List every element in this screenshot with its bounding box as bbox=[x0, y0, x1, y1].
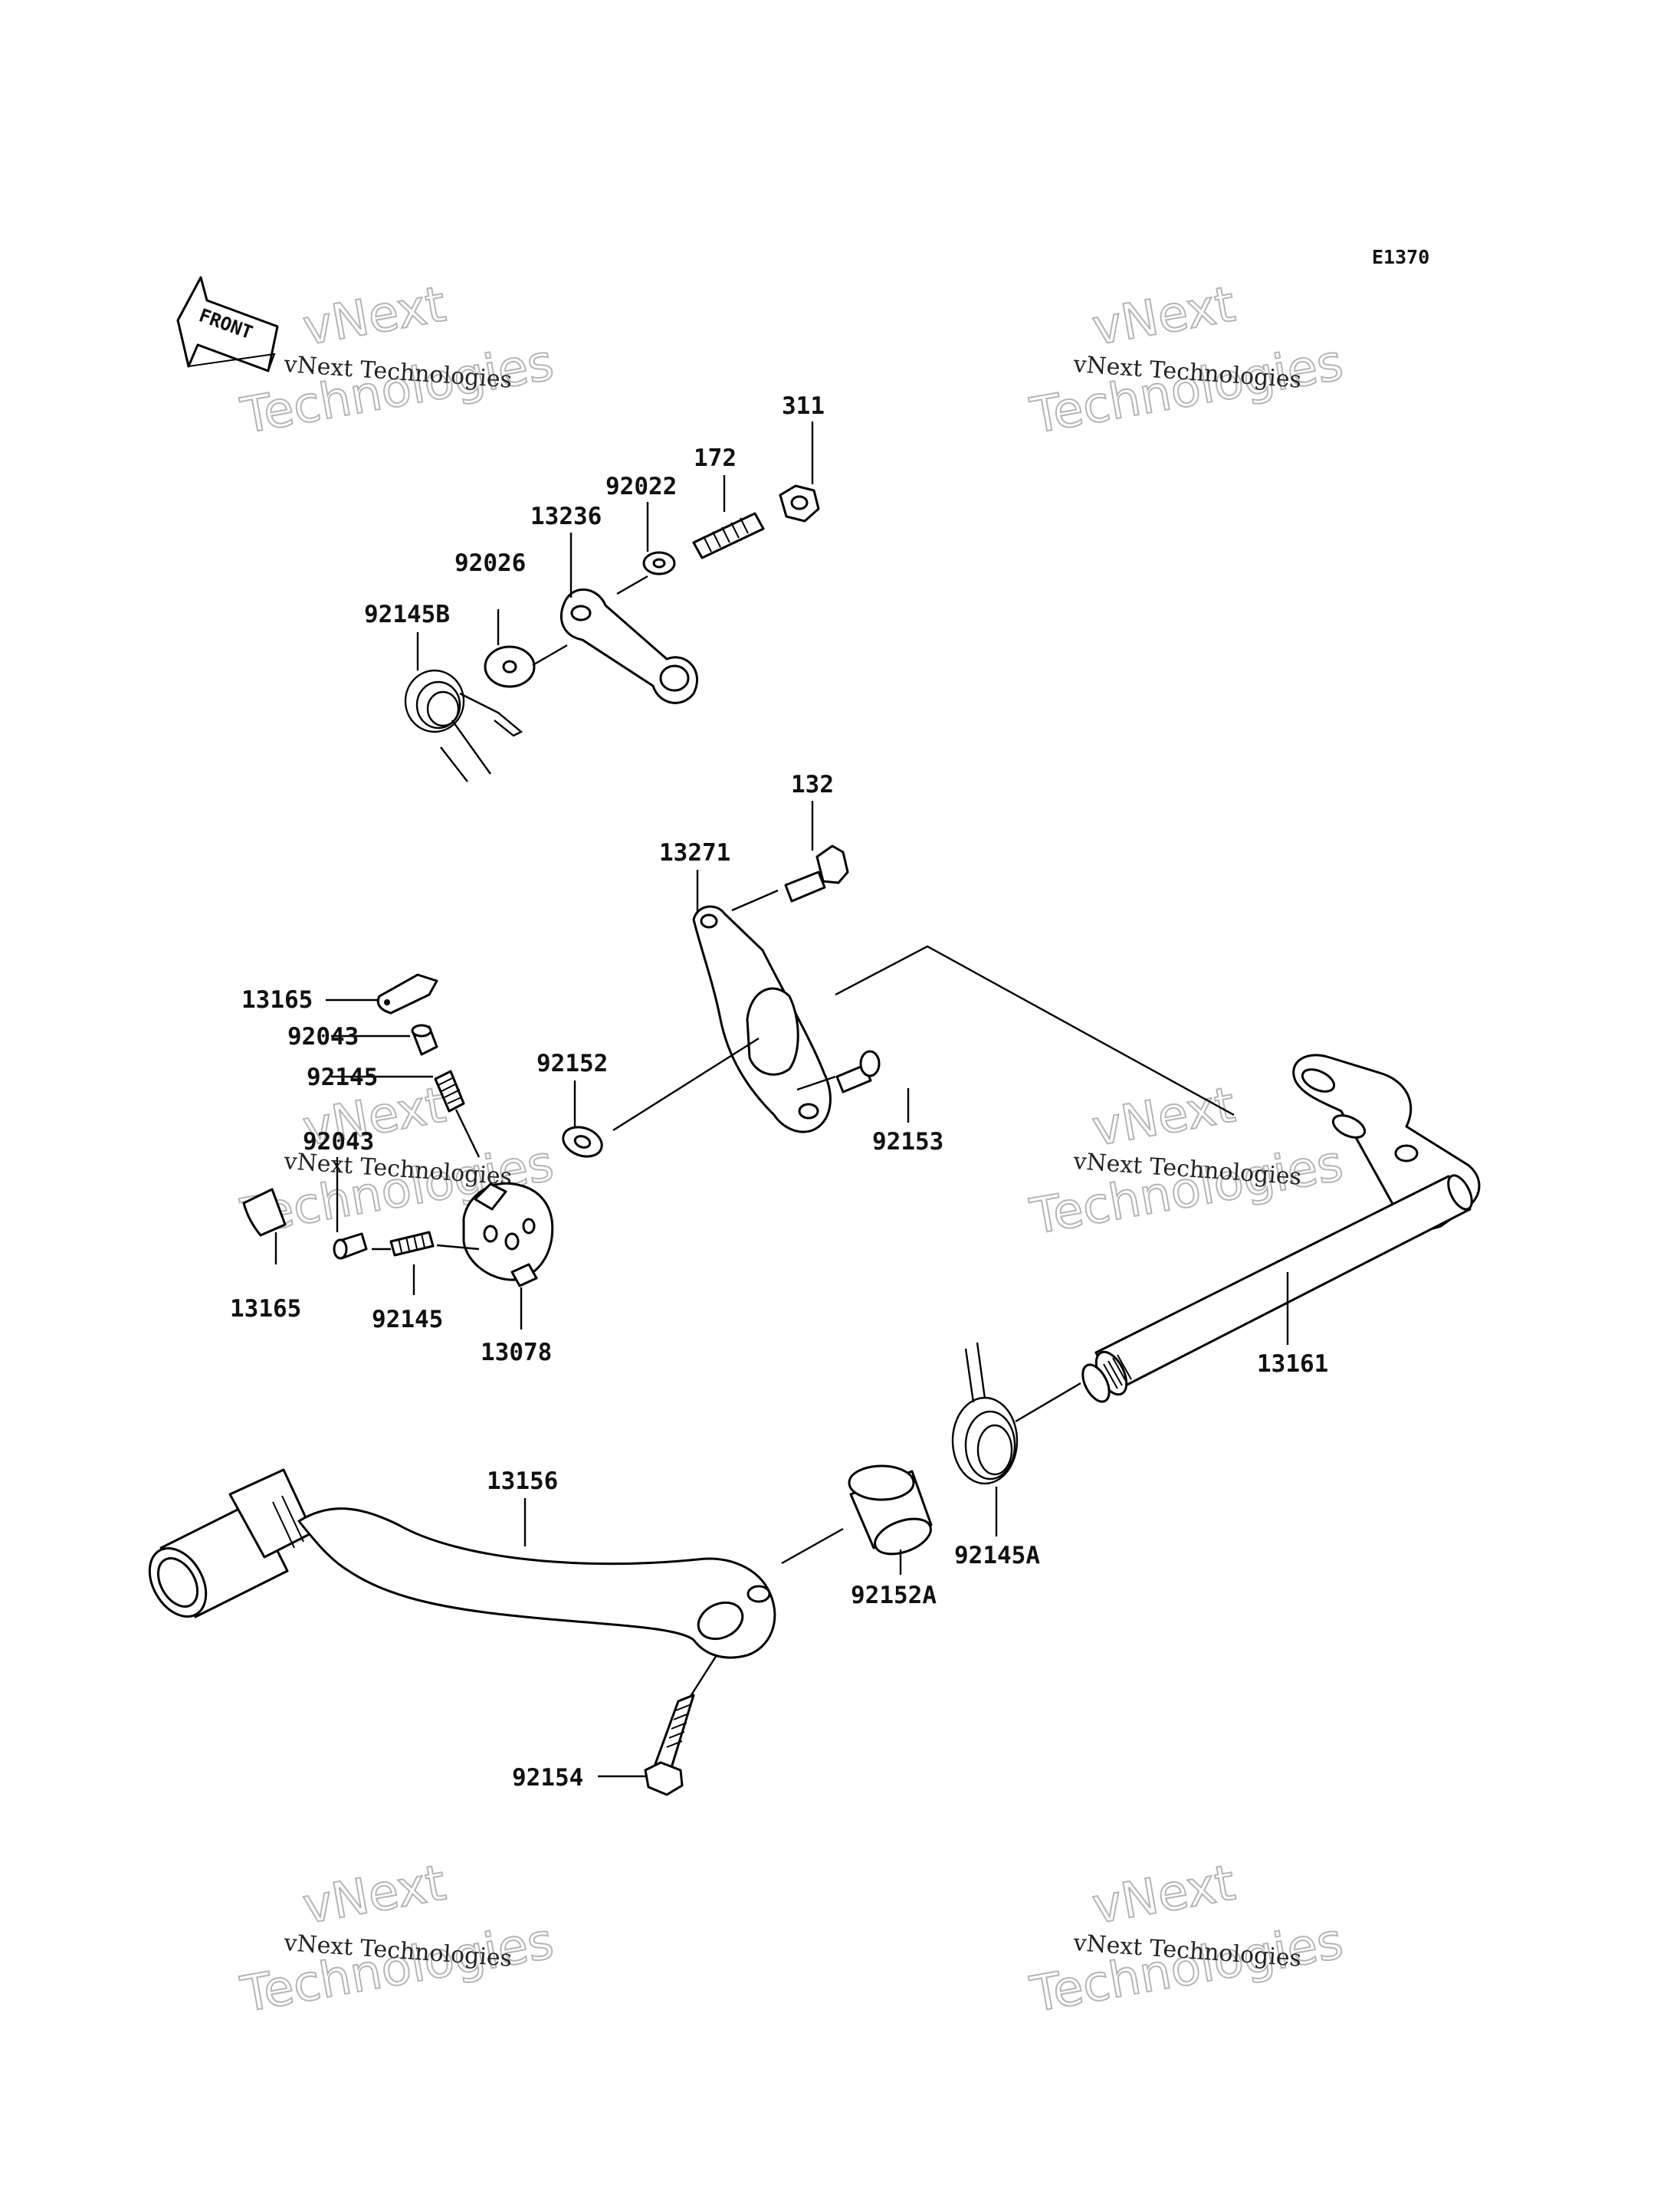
part-bolt-92154 bbox=[644, 1694, 695, 1796]
watermark-big-top: vNext bbox=[1088, 1854, 1239, 1935]
part-washer-92022 bbox=[642, 551, 676, 575]
part-washer-92026 bbox=[484, 645, 536, 688]
part-pin-13165-top bbox=[376, 973, 438, 1015]
label-92043-bottom: 92043 bbox=[303, 1128, 374, 1156]
part-spring-92145-bottom bbox=[389, 1231, 435, 1257]
part-stud-172 bbox=[692, 512, 765, 559]
label-132: 132 bbox=[791, 771, 834, 798]
label-172: 172 bbox=[694, 444, 737, 472]
label-92152A: 92152A bbox=[851, 1582, 937, 1609]
label-92145B: 92145B bbox=[364, 601, 450, 628]
label-13165-bottom: 13165 bbox=[230, 1295, 301, 1323]
part-spring-92145B bbox=[404, 669, 523, 782]
part-link-13236 bbox=[559, 588, 699, 704]
part-screw-92153 bbox=[835, 1050, 881, 1094]
label-92145-top: 92145 bbox=[307, 1064, 378, 1091]
part-cam-13078 bbox=[462, 1182, 554, 1287]
label-92154: 92154 bbox=[512, 1764, 583, 1792]
label-13236: 13236 bbox=[530, 503, 602, 530]
label-13078: 13078 bbox=[481, 1339, 552, 1366]
watermark-middle-right: vNext Technologies vNext Technologies bbox=[1025, 1076, 1348, 1247]
part-pin-92043-top bbox=[411, 1024, 438, 1056]
label-311: 311 bbox=[782, 392, 825, 420]
assembly-lines bbox=[372, 575, 1235, 1698]
part-pedal-13156 bbox=[148, 1468, 776, 1659]
watermark-big-top: vNext bbox=[1088, 276, 1239, 356]
front-arrow-icon: FRONT bbox=[176, 276, 279, 372]
watermark-bottom-left: vNext Technologies vNext Technologies bbox=[236, 1854, 559, 2025]
label-13165-top: 13165 bbox=[241, 986, 313, 1014]
part-plate-13271 bbox=[692, 905, 832, 1133]
diagram-code: E1370 bbox=[1372, 246, 1429, 268]
label-92145-bottom: 92145 bbox=[372, 1306, 443, 1333]
part-collar-92152A bbox=[848, 1464, 933, 1556]
part-bolt-132 bbox=[784, 844, 849, 903]
label-13161: 13161 bbox=[1257, 1350, 1328, 1378]
watermark-big-top: vNext bbox=[299, 276, 450, 356]
label-92152: 92152 bbox=[536, 1050, 608, 1077]
part-nut-311 bbox=[779, 484, 820, 523]
part-pin-13165-bottom bbox=[242, 1188, 287, 1237]
label-92153: 92153 bbox=[872, 1128, 943, 1156]
part-washer-92152 bbox=[562, 1126, 603, 1158]
label-92145A: 92145A bbox=[954, 1542, 1040, 1569]
label-92022: 92022 bbox=[605, 473, 677, 500]
label-13156: 13156 bbox=[487, 1467, 558, 1495]
label-92026: 92026 bbox=[454, 549, 526, 577]
label-13271: 13271 bbox=[659, 839, 730, 867]
part-shaft-13161 bbox=[1081, 1054, 1481, 1403]
watermark-bottom-right: vNext Technologies vNext Technologies bbox=[1025, 1854, 1348, 2025]
watermark-big-top: vNext bbox=[1088, 1077, 1239, 1157]
leader-lines bbox=[274, 421, 1289, 1778]
part-spring-92145-top bbox=[434, 1070, 465, 1113]
part-labels: 311 172 92022 13236 92026 92145B 132 132… bbox=[230, 392, 1328, 1792]
watermark-big-top: vNext bbox=[299, 1854, 450, 1935]
watermark-top-right: vNext Technologies vNext Technologies bbox=[1025, 275, 1348, 446]
part-pin-92043-bottom bbox=[333, 1232, 368, 1260]
part-spring-92145A bbox=[951, 1342, 1019, 1485]
watermark-top-left: vNext Technologies vNext Technologies bbox=[236, 275, 559, 446]
label-92043-top: 92043 bbox=[287, 1023, 359, 1051]
